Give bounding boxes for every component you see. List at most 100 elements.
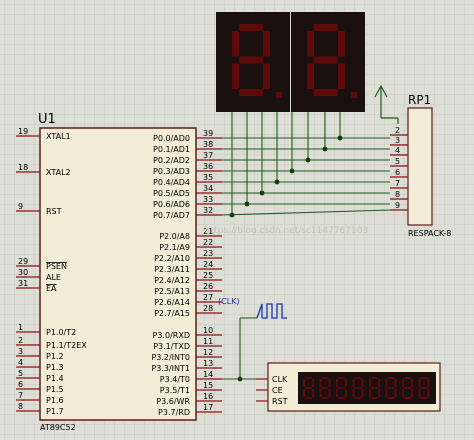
u1-pin-21-number: 21 bbox=[203, 227, 213, 236]
digit-1-segment-g bbox=[239, 56, 263, 64]
u1-pin-5-label: P1.4 bbox=[46, 374, 64, 383]
u1-pin-25-number: 25 bbox=[203, 271, 213, 280]
rp1-pin-9-number: 9 bbox=[395, 201, 400, 210]
digit-c7-segment-b bbox=[411, 379, 413, 387]
digit-c8-segment-d bbox=[420, 397, 428, 399]
bus-junction-0 bbox=[337, 135, 343, 141]
u1-microcontroller[interactable]: U1 AT89C52 19XTAL118XTAL29RST29PSEN30ALE… bbox=[16, 112, 222, 432]
digit-1-segment-f bbox=[232, 31, 239, 57]
digit-c5-segment-e bbox=[369, 389, 371, 397]
counter-pin-clk-label: CLK bbox=[272, 375, 288, 384]
digit-1-segment-e bbox=[232, 63, 239, 89]
u1-pin-22-number: 22 bbox=[203, 238, 213, 247]
u1-pin-37-label: P0.2/AD2 bbox=[153, 156, 190, 165]
u1-pin-34-number: 34 bbox=[203, 184, 213, 193]
clock-source[interactable]: (CLK) bbox=[218, 297, 287, 319]
u1-pin-17-number: 17 bbox=[203, 403, 213, 412]
digit-2-decimal-point bbox=[351, 92, 357, 98]
digit-c1-segment-a bbox=[305, 377, 312, 379]
u1-pin-23-label: P2.2/A10 bbox=[154, 254, 190, 263]
u1-pin-31-number: 31 bbox=[18, 279, 28, 288]
dual-seven-segment-display[interactable] bbox=[216, 12, 365, 112]
digit-c2-segment-c bbox=[328, 389, 331, 397]
digit-c4-segment-f bbox=[352, 379, 355, 387]
digit-c5-segment-g bbox=[371, 387, 378, 389]
u1-pin-31-label: EA bbox=[46, 284, 57, 293]
u1-pin-27-number: 27 bbox=[203, 293, 213, 302]
u1-pin-17-label: P3.7/RD bbox=[158, 408, 190, 417]
digit-c2-segment-d bbox=[321, 397, 329, 399]
u1-left-pins: 19XTAL118XTAL29RST29PSEN30ALE31EA1P1.0/T… bbox=[16, 127, 87, 416]
u1-pin-7-label: P1.6 bbox=[46, 396, 64, 405]
digit-1-segment-d bbox=[239, 89, 263, 96]
bus-junction-3 bbox=[289, 168, 295, 174]
digit-1-segment-b bbox=[263, 31, 270, 57]
u1-pin-4-label: P1.3 bbox=[46, 363, 64, 372]
u1-pin-34-label: P0.5/AD5 bbox=[153, 189, 190, 198]
digit-c5-segment-d bbox=[371, 397, 378, 399]
digit-c6-segment-e bbox=[385, 389, 388, 397]
bus-junction-7 bbox=[229, 212, 235, 218]
u1-pin-11-label: P3.1/TXD bbox=[153, 342, 190, 351]
bus-junction-6 bbox=[244, 201, 250, 207]
u1-pin-26-number: 26 bbox=[203, 282, 213, 291]
u1-pin-8-label: P1.7 bbox=[46, 407, 64, 416]
digit-c4-segment-e bbox=[352, 389, 355, 397]
u1-pin-13-number: 13 bbox=[203, 359, 213, 368]
digit-1-segment-a bbox=[239, 24, 263, 31]
u1-pin-18-label: XTAL2 bbox=[46, 168, 71, 177]
u1-pin-28-number: 28 bbox=[203, 304, 213, 313]
rp1-pin-8-number: 8 bbox=[395, 190, 400, 199]
digit-c2-segment-f bbox=[319, 379, 322, 387]
u1-pin-26-label: P2.5/A13 bbox=[154, 287, 190, 296]
u1-pin-29-number: 29 bbox=[18, 257, 28, 266]
u1-pin-35-label: P0.4/AD4 bbox=[153, 178, 190, 187]
digit-c4-segment-c bbox=[361, 389, 364, 397]
digit-2-segment-f bbox=[307, 31, 314, 57]
u1-pin-10-label: P3.0/RXD bbox=[153, 331, 190, 340]
clock-generator-icon bbox=[256, 303, 263, 319]
u1-pin-9-number: 9 bbox=[18, 202, 23, 211]
u1-right-pins: 39P0.0/AD038P0.1/AD137P0.2/AD236P0.3/AD3… bbox=[151, 129, 222, 417]
u1-pin-24-number: 24 bbox=[203, 260, 213, 269]
u1-pin-6-number: 6 bbox=[18, 380, 23, 389]
u1-pin-36-label: P0.3/AD3 bbox=[153, 167, 190, 176]
u1-pin-37-number: 37 bbox=[203, 151, 213, 160]
u1-pin-2-number: 2 bbox=[18, 336, 23, 345]
u1-pin-1-label: P1.0/T2 bbox=[46, 328, 76, 337]
u1-pin-33-number: 33 bbox=[203, 195, 213, 204]
square-wave-icon bbox=[262, 303, 287, 319]
digit-c4-segment-d bbox=[354, 397, 362, 399]
digit-c1-segment-e bbox=[303, 389, 305, 397]
digit-c7-segment-a bbox=[404, 377, 411, 379]
digit-c7-segment-c bbox=[411, 389, 413, 397]
u1-pin-3-label: P1.2 bbox=[46, 352, 64, 361]
digit-c6-segment-c bbox=[394, 389, 397, 397]
u1-pin-3-number: 3 bbox=[18, 347, 23, 356]
u1-body[interactable] bbox=[39, 127, 197, 421]
u1-pin-14-number: 14 bbox=[203, 370, 213, 379]
digit-c8-segment-c bbox=[427, 389, 430, 397]
u1-pin-15-label: P3.5/T1 bbox=[160, 386, 190, 395]
digit-c8-segment-e bbox=[418, 389, 421, 397]
digit-1-segment-c bbox=[263, 63, 270, 89]
u1-pin-30-number: 30 bbox=[18, 268, 28, 277]
digit-2-segment-c bbox=[338, 63, 345, 89]
digit-c8-segment-g bbox=[420, 387, 428, 389]
digit-c6-segment-f bbox=[385, 379, 388, 387]
u1-pin-7-number: 7 bbox=[18, 391, 23, 400]
u1-pin-14-label: P3.4/T0 bbox=[160, 375, 190, 384]
u1-pin-11-number: 11 bbox=[203, 337, 213, 346]
digit-c1-segment-g bbox=[305, 387, 312, 389]
bus-junction-5 bbox=[259, 190, 265, 196]
digit-c3-segment-f bbox=[336, 379, 338, 387]
counter-digits bbox=[303, 377, 430, 399]
u1-pin-15-number: 15 bbox=[203, 381, 213, 390]
u1-pin-18-number: 18 bbox=[18, 163, 28, 172]
rp1-body[interactable] bbox=[407, 107, 433, 226]
digit-c6-segment-b bbox=[394, 379, 397, 387]
